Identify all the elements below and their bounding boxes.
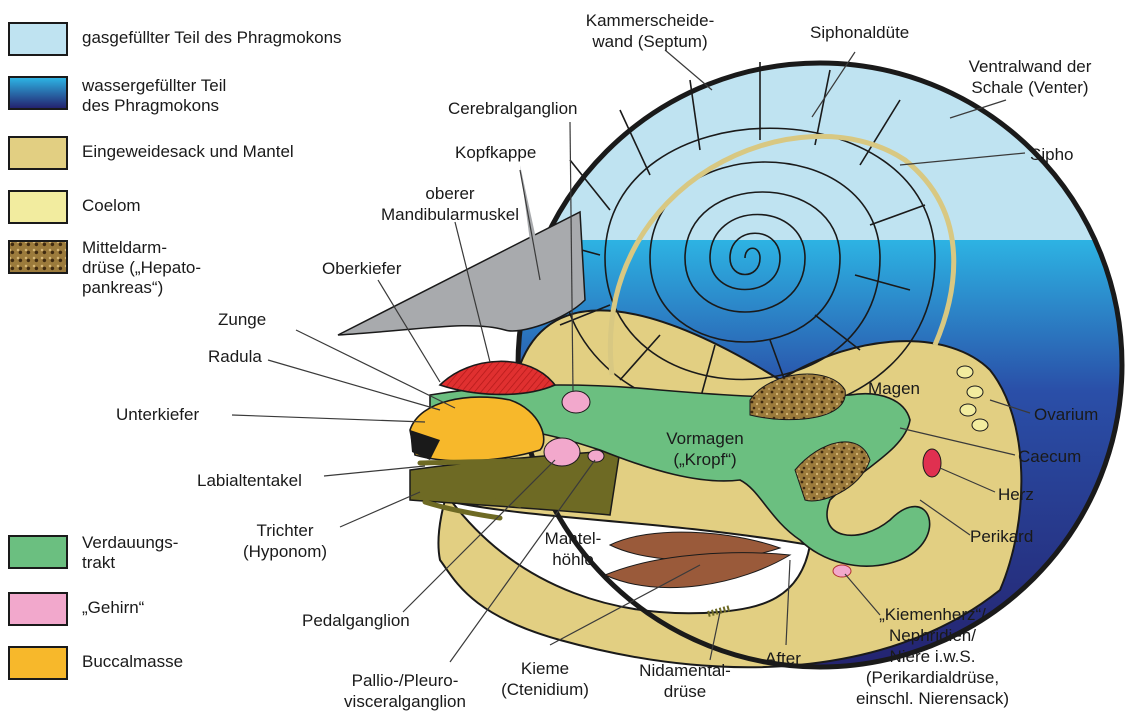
label-nidamental-gland: Nidamental- drüse (620, 660, 750, 702)
label-tongue: Zunge (218, 309, 266, 330)
legend-label-gas: gasgefüllter Teil des Phragmokons (82, 28, 342, 48)
legend-label-brain: „Gehirn“ (82, 598, 144, 618)
label-pericardium: Perikard (970, 526, 1033, 547)
label-anus: After (765, 648, 801, 669)
legend-swatch-digestive (8, 535, 68, 569)
label-siphuncle: Sipho (1030, 144, 1073, 165)
legend-label-coelom: Coelom (82, 196, 141, 216)
label-heart: Herz (998, 484, 1034, 505)
label-caecum: Caecum (1018, 446, 1081, 467)
label-siphonal-funnel: Siphonaldüte (810, 22, 909, 43)
label-ovary: Ovarium (1034, 404, 1098, 425)
branchial-heart (833, 565, 851, 577)
legend-label-buccal: Buccalmasse (82, 652, 183, 672)
legend-swatch-gas (8, 22, 68, 56)
legend-swatch-buccal (8, 646, 68, 680)
label-hood: Kopfkappe (455, 142, 536, 163)
palliovisceral-ganglion (588, 450, 604, 462)
label-upper-jaw: Oberkiefer (322, 258, 401, 279)
legend-swatch-brain (8, 592, 68, 626)
legend-item-brain: „Gehirn“ (8, 592, 144, 626)
label-lower-jaw: Unterkiefer (116, 404, 199, 425)
legend-item-visceral-sac: Eingeweidesack und Mantel (8, 136, 294, 170)
label-gill: Kieme (Ctenidium) (485, 658, 605, 700)
legend-item-digestive: Verdauungs- trakt (8, 535, 178, 573)
label-palliovisceral-ganglion: Pallio-/Pleuro- visceralganglion (315, 670, 495, 712)
label-venter: Ventralwand der Schale (Venter) (940, 56, 1120, 98)
legend-swatch-hepatopancreas (8, 240, 68, 274)
legend-swatch-visceral (8, 136, 68, 170)
label-labial-tentacles: Labialtentakel (197, 470, 302, 491)
label-radula: Radula (208, 346, 262, 367)
label-crop: Vormagen („Kropf“) (640, 428, 770, 470)
legend-item-water-chamber: wassergefüllter Teil des Phragmokons (8, 76, 226, 116)
legend-swatch-water (8, 76, 68, 110)
label-mandibular-muscle: oberer Mandibularmuskel (350, 183, 550, 225)
label-branchial-heart-kidney: „Kiemenherz“/ Nephridien/ Niere i.w.S. (… (845, 604, 1020, 709)
legend-label-visceral: Eingeweidesack und Mantel (82, 142, 294, 162)
label-pedal-ganglion: Pedalganglion (302, 610, 410, 631)
cerebral-ganglion (562, 391, 590, 413)
label-septum: Kammerscheide- wand (Septum) (565, 10, 735, 52)
legend-item-hepatopancreas: Mitteldarm- drüse („Hepato- pankreas“) (8, 240, 201, 298)
legend-item-coelom: Coelom (8, 190, 141, 224)
legend-label-digestive: Verdauungs- trakt (82, 533, 178, 573)
heart (923, 449, 941, 477)
legend-label-water: wassergefüllter Teil des Phragmokons (82, 76, 226, 116)
label-mantle-cavity: Mantel- höhle (528, 528, 618, 570)
label-stomach: Magen (868, 378, 920, 399)
legend-item-buccal: Buccalmasse (8, 646, 183, 680)
legend-label-hepatopancreas: Mitteldarm- drüse („Hepato- pankreas“) (82, 238, 201, 298)
label-funnel: Trichter (Hyponom) (225, 520, 345, 562)
pedal-ganglion (544, 438, 580, 466)
legend-item-gas-chambers: gasgefüllter Teil des Phragmokons (8, 22, 342, 56)
legend-swatch-coelom (8, 190, 68, 224)
label-cerebral-ganglion: Cerebralganglion (448, 98, 577, 119)
